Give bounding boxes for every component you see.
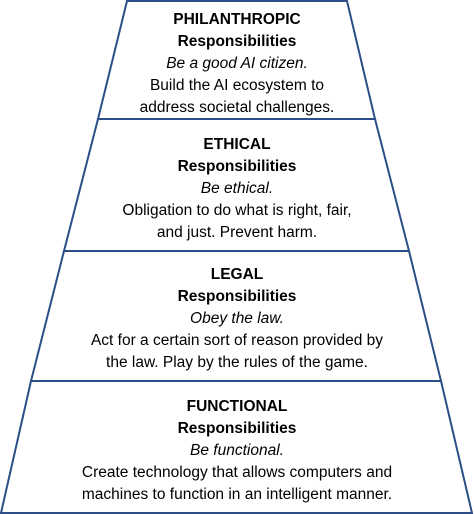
tier-motto: Be functional. bbox=[190, 442, 284, 459]
tier-description-line: Act for a certain sort of reason provide… bbox=[90, 332, 384, 349]
tier-title: PHILANTHROPIC bbox=[173, 11, 301, 28]
pyramid-tier-functional: FUNCTIONAL Responsibilities Be functiona… bbox=[0, 396, 474, 506]
tier-subtitle: Responsibilities bbox=[177, 288, 297, 305]
tier-motto: Be a good AI citizen. bbox=[166, 55, 308, 72]
tier-title: FUNCTIONAL bbox=[186, 398, 288, 415]
tier-description-line: and just. Prevent harm. bbox=[156, 224, 318, 241]
tier-subtitle: Responsibilities bbox=[177, 158, 297, 175]
tier-subtitle: Responsibilities bbox=[177, 420, 297, 437]
tier-description-line: Obligation to do what is right, fair, bbox=[122, 202, 352, 219]
tier-description-line: Build the AI ecosystem to bbox=[149, 77, 325, 94]
tier-description-line: address societal challenges. bbox=[139, 99, 335, 116]
tier-motto: Obey the law. bbox=[190, 310, 284, 327]
tier-title: ETHICAL bbox=[203, 136, 271, 153]
tier-description-line: the law. Play by the rules of the game. bbox=[106, 354, 368, 371]
pyramid-tier-philanthropic: PHILANTHROPIC Responsibilities Be a good… bbox=[0, 9, 474, 119]
tier-description-line: Create technology that allows computers … bbox=[81, 464, 393, 481]
tier-motto: Be ethical. bbox=[200, 180, 274, 197]
pyramid-tier-functional-shape bbox=[0, 380, 474, 514]
tier-description-line: machines to function in an intelligent m… bbox=[81, 486, 393, 503]
pyramid-tier-ethical: ETHICAL Responsibilities Be ethical. Obl… bbox=[0, 134, 474, 244]
pyramid-tier-legal: LEGAL Responsibilities Obey the law. Act… bbox=[0, 264, 474, 374]
tier-title: LEGAL bbox=[210, 266, 264, 283]
tier-subtitle: Responsibilities bbox=[177, 33, 297, 50]
